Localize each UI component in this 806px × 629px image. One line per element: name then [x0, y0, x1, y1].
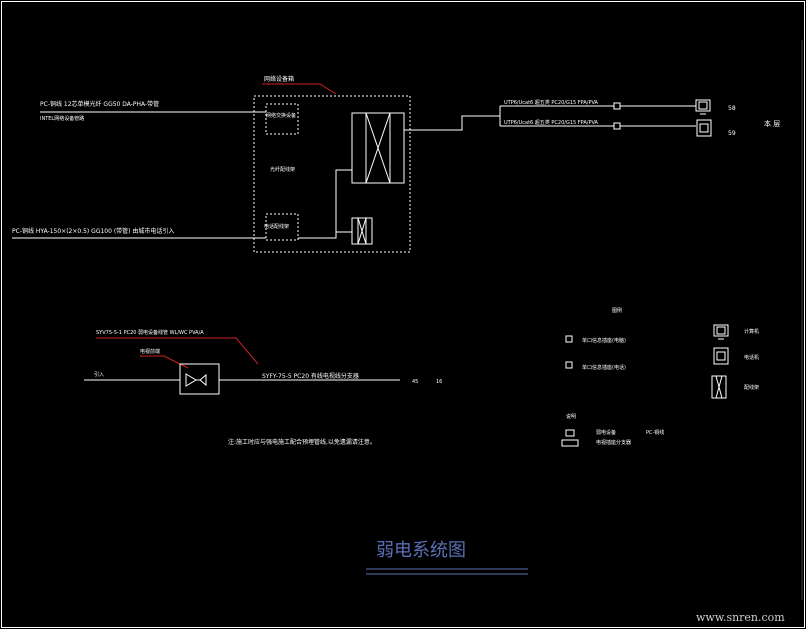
tv-leader-1 — [96, 337, 259, 365]
legend-socket-phone-icon — [565, 361, 573, 369]
drawing-title: 弱电系统图 — [376, 540, 466, 561]
socket-data-icon — [613, 102, 621, 110]
fiber-label: 光纤配线架 — [270, 166, 295, 173]
tv-out-label: SYFY-75-5 PC20 有线电视线分支器 — [262, 372, 359, 380]
tv-in-label: 引入 — [94, 371, 104, 378]
trunk-out — [404, 115, 500, 131]
legend-computer-icon — [713, 324, 729, 340]
legend-splitter-icon — [561, 429, 579, 447]
floor-label: 本 层 — [764, 119, 780, 128]
small-patch-symbol — [351, 217, 373, 245]
tv-red-label-1: SYV75-5-1 PC20 弱电设备线管 WL/WC PVA/A — [96, 329, 204, 336]
legend-socket-data-icon — [565, 335, 573, 343]
box-leader — [262, 83, 337, 95]
watermark: www.snren.com — [696, 611, 785, 624]
telephone-icon — [696, 119, 712, 137]
tv-red-label-2: 电视前端 — [140, 348, 160, 355]
socket-phone-icon — [613, 122, 621, 130]
tv-leader-2 — [140, 355, 189, 369]
switch-label: 网络交换设备 — [266, 112, 296, 119]
legend-item-1: 单口信息插座(电脑) — [582, 337, 626, 344]
cable2-label: PC-铜线 HYA-150×(2×0.5) GG100 (带管) 由城市电话引入 — [12, 227, 174, 235]
phone-patch-label: 电话配线架 — [264, 223, 289, 230]
box-label: 网络设备箱 — [264, 75, 294, 83]
tv-end-b: 16 — [436, 379, 442, 385]
legend-title: 图例 — [612, 307, 622, 314]
construction-note: 注:施工时应与强电施工配合预埋管线,以免遗漏请注意。 — [228, 438, 376, 446]
out2-label: UTP6/Ucat6 超五类 PC20/G15 FPA/PVA — [504, 119, 599, 126]
outlet-number-59: 59 — [728, 130, 736, 137]
legend-icon-2: 电话机 — [744, 354, 759, 361]
switch-box — [265, 103, 299, 135]
out1-label: UTP6/Ucat6 超五类 PC20/G15 FPA/PVA — [504, 99, 599, 106]
legend-item-3-line1: 弱电设备 — [596, 429, 616, 436]
legend-sub-title: 说明 — [566, 413, 576, 420]
amplifier-icon — [179, 363, 220, 395]
patch-panel-symbol — [351, 112, 405, 184]
legend-item-2: 单口信息插座(电话) — [582, 364, 626, 371]
legend-icon-1: 计算机 — [744, 328, 759, 335]
outlet-number-58: 58 — [728, 105, 736, 112]
network-cabinet — [253, 95, 411, 253]
legend-patch-panel-icon — [711, 375, 727, 399]
legend-icon-3: 配线架 — [744, 384, 759, 391]
tv-end-a: 45 — [412, 379, 418, 385]
computer-icon — [695, 99, 711, 115]
legend-telephone-icon — [713, 347, 729, 365]
cable1-sublabel: INTEL网络设备管路 — [40, 115, 84, 122]
legend-pc-label: PC-铜线 — [646, 429, 664, 436]
link-b — [298, 169, 352, 239]
legend-item-3-line2: 电视插座分支器 — [596, 439, 631, 446]
phone-patch-box — [265, 213, 299, 241]
cable1-label: PC-铜线 12芯单模光纤 GG50 DA-PHA-带管 — [40, 100, 159, 108]
